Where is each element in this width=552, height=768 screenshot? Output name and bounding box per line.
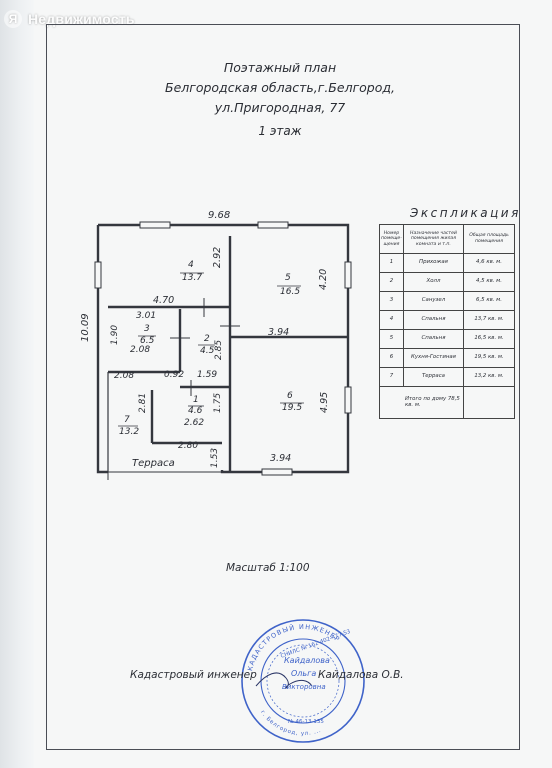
dim-159: 1.59 [197,370,218,380]
drawing-frame [46,24,520,750]
cell-room-number: 2 [379,272,404,292]
dim-092: 0.92 [164,370,185,380]
dim-394-b: 3.94 [270,453,292,464]
cell-area: 13,7 кв. м. [463,310,515,330]
room-3-area: 6.5 [140,336,155,346]
dim-262: 2.62 [184,418,205,428]
table-row: 4 Спальня 13,7 кв. м. [379,310,515,330]
table-row: 5 Спальня 16,5 кв. м. [379,329,515,349]
cell-area: 16,5 кв. м. [463,329,515,349]
cell-room-number: 7 [379,367,404,387]
outer-wall-west [96,225,108,474]
signature [255,672,313,689]
cell-purpose: Спальня [402,310,465,330]
cell-purpose: Спальня [402,329,465,349]
cell-purpose: Санузел [402,291,465,311]
window [261,468,293,476]
table-header-row: Номер помеще- щения Назначение частей по… [379,224,515,254]
dim-301: 3.01 [136,311,157,321]
yandex-logo-icon: Я [4,10,22,28]
dim-420: 4.20 [318,268,329,290]
explication-table: Номер помеще- щения Назначение частей по… [379,224,515,419]
room-4-number: 4 [188,260,194,270]
scale-label: Масштаб 1:100 [226,562,310,574]
cell-purpose: Терраса [402,367,465,387]
scan-left-margin [0,0,34,768]
dim-208-a: 2.08 [130,345,151,355]
room-4-area: 13.7 [182,273,203,283]
dim-285: 2.85 [214,339,224,360]
cell-area: 13,2 кв. м. [463,367,515,387]
cell-total: Итого по дому 78,5 кв. м. [379,386,464,419]
cell-total-empty [463,386,515,419]
cell-room-number: 6 [379,348,404,368]
explication-title: Экспликация [410,206,521,220]
dim-292: 2.92 [212,246,223,268]
cell-room-number: 1 [379,253,404,273]
engineer-name: Кайдалова О.В. [318,669,404,681]
room-1-number: 1 [193,395,199,405]
dim-208-b: 2.08 [114,371,135,381]
table-row: 7 Терраса 13,2 кв. м. [379,367,515,387]
window [257,221,289,229]
room-6-area: 19.5 [282,403,303,413]
cell-purpose: Холл [402,272,465,292]
cell-purpose: Прихожая [402,253,465,273]
cell-area: 19,5 кв. м. [463,348,515,368]
room-5-number: 5 [285,273,291,283]
plan-title: Поэтажный план [223,60,337,75]
watermark-text: Недвижимость [28,11,135,27]
cell-purpose: Кухня-Гостиная [402,348,465,368]
header-room-number: Номер помеще- щения [379,224,404,254]
cell-area: 4,5 кв. м. [463,272,515,292]
address-street: ул.Пригородная, 77 [214,100,346,115]
engineer-label: Кадастровый инженер [130,669,257,681]
dim-281: 2.81 [138,392,148,413]
dim-175: 1.75 [213,392,223,413]
cell-area: 6,5 кв. м. [463,291,515,311]
dim-470: 4.70 [153,295,175,306]
dim-left-height: 10.09 [80,313,91,342]
address-region: Белгородская область,г.Белгород, [165,80,395,95]
window [94,261,102,289]
terrace-label: Терраса [132,458,175,469]
dim-280: 2.80 [178,441,199,451]
room-1-area: 4.6 [188,406,203,416]
room-7-area: 13.2 [119,427,140,437]
header-area: Общая площадь помещения [463,224,515,254]
title-block: Поэтажный план Белгородская область,г.Бе… [150,58,410,138]
room-7-number: 7 [124,415,130,425]
cell-area: 4,6 кв. м. [463,253,515,273]
floor-label: 1 этаж [258,124,302,138]
table-row: 2 Холл 4,5 кв. м. [379,272,515,292]
room-2-area: 4.5 [200,346,215,356]
room-6-number: 6 [287,391,293,401]
window [344,261,352,289]
room-2-number: 2 [204,334,210,344]
header-purpose: Назначение частей помещения жилая комнат… [402,224,465,254]
dim-190: 1.90 [110,324,120,345]
cell-room-number: 3 [379,291,404,311]
cell-room-number: 4 [379,310,404,330]
room-5-area: 16.5 [280,287,301,297]
dim-394-a: 3.94 [268,327,290,338]
dim-495: 4.95 [319,391,330,413]
table-row: 1 Прихожая 4,6 кв. м. [379,253,515,273]
watermark: Я Недвижимость [4,8,135,30]
cell-room-number: 5 [379,329,404,349]
dim-top-width: 9.68 [208,210,231,221]
room-3-number: 3 [144,324,150,334]
total-row: Итого по дому 78,5 кв. м. [379,386,515,419]
window [344,386,352,414]
table-row: 3 Санузел 6,5 кв. м. [379,291,515,311]
table-row: 6 Кухня-Гостиная 19,5 кв. м. [379,348,515,368]
window [139,221,171,229]
dim-153: 1.53 [210,447,220,468]
